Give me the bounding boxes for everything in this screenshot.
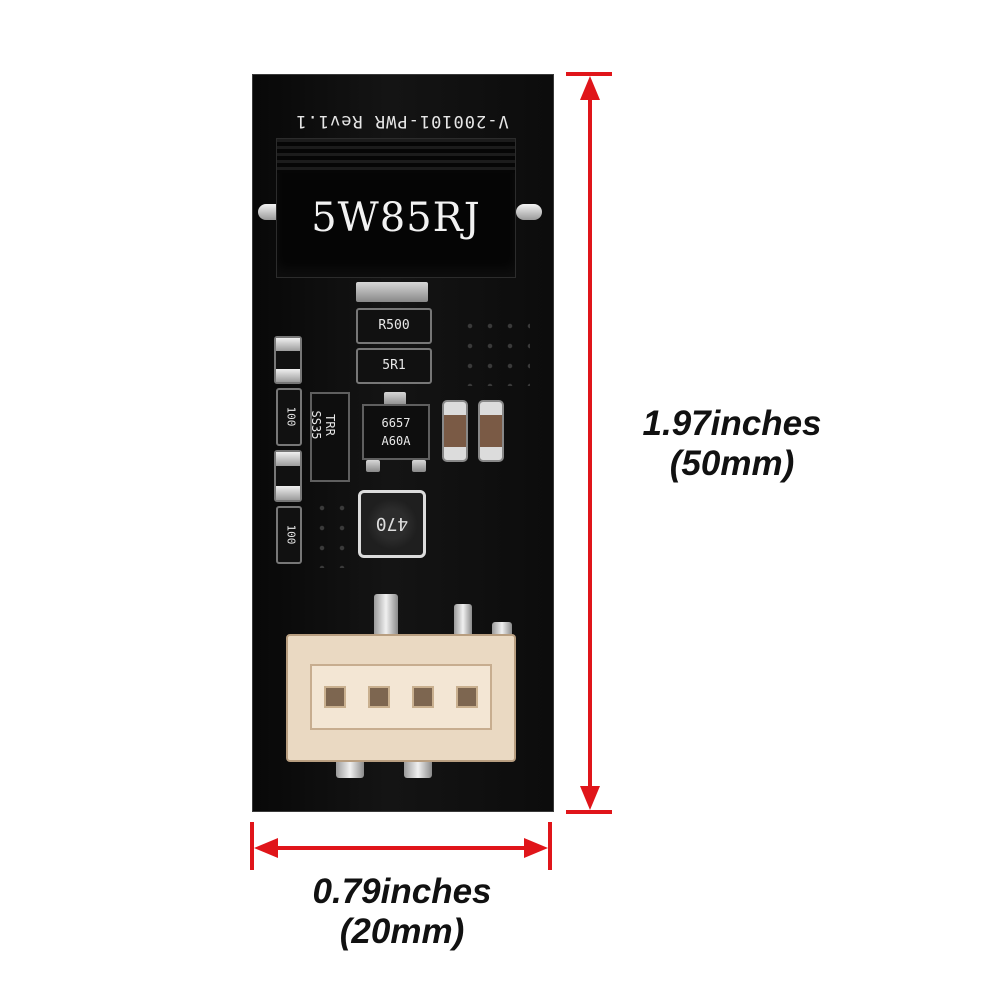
height-inches: 1.97inches <box>642 404 822 443</box>
smd-resistor-5r1: 5R1 <box>356 348 432 384</box>
ceramic-capacitor <box>478 400 504 462</box>
width-dimension-label: 0.79inches (20mm) <box>276 872 528 952</box>
via-array <box>312 498 352 568</box>
connector-housing <box>310 664 492 730</box>
smd-capacitor <box>274 450 302 502</box>
solder-pad <box>384 392 406 406</box>
ceramic-capacitor <box>442 400 468 462</box>
inductor-core <box>366 498 418 550</box>
jst-connector <box>286 634 516 762</box>
width-inches: 0.79inches <box>312 872 492 911</box>
smd-resistor-label: 5R1 <box>382 358 406 373</box>
ic-label-line2: A60A <box>381 434 411 448</box>
solder-pad <box>356 282 428 302</box>
ic-label-line1: 6657 <box>381 416 411 430</box>
height-arrowhead-bottom <box>580 786 600 810</box>
cap-end <box>276 485 300 500</box>
via-array <box>460 316 530 386</box>
height-arrowhead-top <box>580 76 600 100</box>
smd-resistor-100-a: 100 <box>276 388 302 446</box>
connector-pin <box>454 604 472 640</box>
connector-slot <box>456 686 478 708</box>
cap-end <box>276 452 300 467</box>
solder-pad <box>366 460 380 472</box>
height-dimension-label: 1.97inches (50mm) <box>612 404 852 484</box>
connector-slot <box>324 686 346 708</box>
smd-resistor-100-b: 100 <box>276 506 302 564</box>
cap-end <box>276 368 300 382</box>
cap-end <box>276 338 300 352</box>
solder-pad <box>412 460 426 472</box>
height-mm: (50mm) <box>669 444 795 483</box>
smd-resistor-label: R500 <box>378 318 410 333</box>
heatsink-fins <box>277 139 515 173</box>
smd-resistor-r500: R500 <box>356 308 432 344</box>
connector-slot <box>368 686 390 708</box>
resistor-marking: 5W85RJ <box>311 195 481 241</box>
width-mm: (20mm) <box>339 912 465 951</box>
resistor-lead-right <box>516 204 542 220</box>
width-arrowhead-right <box>524 838 548 858</box>
regulator-ic: 6657 A60A <box>362 404 430 460</box>
connector-slot <box>412 686 434 708</box>
power-inductor: 470 <box>358 490 426 558</box>
smd-capacitor <box>274 336 302 384</box>
width-arrowhead-left <box>254 838 278 858</box>
connector-pin <box>374 594 398 640</box>
smd-diode: TRR SS35 <box>309 392 350 482</box>
power-resistor: 5W85RJ <box>276 138 516 278</box>
